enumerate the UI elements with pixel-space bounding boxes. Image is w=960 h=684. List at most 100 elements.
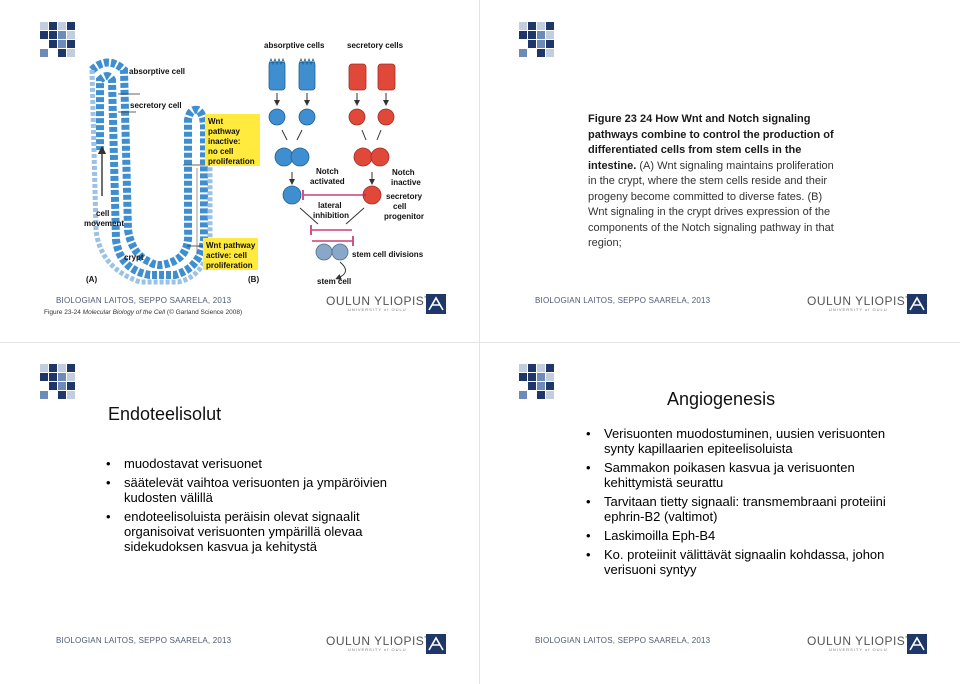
- mosaic-square: [528, 373, 536, 381]
- mosaic-square: [537, 31, 545, 39]
- university-logo: OULUN YLIOPISTO UNIVERSITY of OULU: [326, 294, 446, 316]
- footer-department: BIOLOGIAN LAITOS, SEPPO SAARELA, 2013: [56, 296, 231, 305]
- label-absorptive-cells: absorptive cells: [264, 41, 325, 50]
- mosaic-logo-icon: [519, 22, 559, 62]
- university-emblem-icon: [426, 294, 446, 314]
- label-secretory-cells: secretory cells: [347, 41, 404, 50]
- bullet-dot-icon: •: [586, 494, 591, 509]
- label-notch-activated-2: activated: [310, 177, 345, 186]
- bullet-item: •endoteelisoluista peräisin olevat signa…: [106, 509, 396, 554]
- university-name: OULUN YLIOPISTO: [326, 634, 442, 648]
- bullet-dot-icon: •: [106, 456, 111, 471]
- label-secretory-progenitor-3: progenitor: [384, 212, 424, 221]
- mosaic-square: [40, 373, 48, 381]
- label-secretory-cell: secretory cell: [130, 101, 182, 110]
- slide-separator-horizontal: [0, 342, 960, 343]
- slide-endoteelisolut: Endoteelisolut •muodostavat verisuonet •…: [0, 344, 478, 684]
- mosaic-square: [67, 373, 75, 381]
- bullet-item: •Tarvitaan tietty signaali: transmembraa…: [586, 494, 886, 524]
- footer-department: BIOLOGIAN LAITOS, SEPPO SAARELA, 2013: [56, 636, 231, 645]
- caption-text: (A) Wnt signaling maintains proliferatio…: [588, 160, 834, 250]
- mosaic-square: [537, 373, 545, 381]
- label-notch-activated-1: Notch: [316, 167, 339, 176]
- mosaic-square: [67, 382, 75, 390]
- label-wnt-inactive-5: proliferation: [208, 157, 255, 166]
- mosaic-square: [546, 40, 554, 48]
- mosaic-square: [537, 49, 545, 57]
- bullet-item: •Sammakon poikasen kasvua ja verisuonten…: [586, 460, 886, 490]
- bullet-dot-icon: •: [586, 547, 591, 562]
- bullet-dot-icon: •: [586, 426, 591, 441]
- university-name: OULUN YLIOPISTO: [807, 634, 923, 648]
- mosaic-square: [546, 391, 554, 399]
- label-panel-b: (B): [248, 275, 259, 284]
- label-secretory-progenitor-2: cell: [393, 202, 406, 211]
- slide-wnt-figure: absorptive cell secretory cell Wnt pathw…: [0, 0, 478, 340]
- label-cell-movement-1: cell: [96, 209, 109, 218]
- university-subtitle: UNIVERSITY of OULU: [348, 647, 407, 652]
- university-logo: OULUN YLIOPISTO UNIVERSITY of OULU: [326, 634, 446, 656]
- footer-department: BIOLOGIAN LAITOS, SEPPO SAARELA, 2013: [535, 636, 710, 645]
- slide-title: Angiogenesis: [667, 389, 775, 410]
- mosaic-square: [519, 373, 527, 381]
- mosaic-square: [519, 391, 527, 399]
- bullet-item: •Laskimoilla Eph-B4: [586, 528, 886, 543]
- mosaic-logo-icon: [40, 364, 80, 404]
- wnt-notch-figure: absorptive cell secretory cell Wnt pathw…: [0, 0, 478, 300]
- figure-caption: Figure 23 24 How Wnt and Notch signaling…: [588, 112, 838, 252]
- footer-department: BIOLOGIAN LAITOS, SEPPO SAARELA, 2013: [535, 296, 710, 305]
- label-wnt-active-1: Wnt pathway: [206, 241, 256, 250]
- label-lateral-inhibition-2: inhibition: [313, 211, 349, 220]
- mosaic-square: [519, 364, 527, 372]
- label-notch-inactive-1: Notch: [392, 168, 415, 177]
- university-subtitle: UNIVERSITY of OULU: [348, 307, 407, 312]
- mosaic-square: [537, 22, 545, 30]
- label-panel-a: (A): [86, 275, 97, 284]
- university-emblem-icon: [426, 634, 446, 654]
- bullet-dot-icon: •: [106, 509, 111, 524]
- mosaic-square: [537, 364, 545, 372]
- mosaic-square: [519, 31, 527, 39]
- bullet-dot-icon: •: [106, 475, 111, 490]
- mosaic-square: [528, 382, 536, 390]
- bullet-item: •Verisuonten muodostuminen, uusien veris…: [586, 426, 886, 456]
- university-subtitle: UNIVERSITY of OULU: [829, 307, 888, 312]
- bullet-dot-icon: •: [586, 528, 591, 543]
- label-stem-cell-divisions: stem cell divisions: [352, 250, 424, 259]
- mosaic-square: [537, 391, 545, 399]
- mosaic-square: [519, 22, 527, 30]
- label-wnt-inactive-1: Wnt: [208, 117, 223, 126]
- university-name: OULUN YLIOPISTO: [326, 294, 442, 308]
- figure-credit: Figure 23-24 Molecular Biology of the Ce…: [44, 309, 242, 316]
- label-cell-movement-2: movement: [84, 219, 124, 228]
- mosaic-square: [67, 391, 75, 399]
- mosaic-square: [58, 391, 66, 399]
- mosaic-square: [67, 364, 75, 372]
- stem-cell-group: [316, 244, 348, 278]
- label-wnt-active-3: proliferation: [206, 261, 253, 270]
- mosaic-square: [58, 364, 66, 372]
- mosaic-square: [58, 382, 66, 390]
- bullet-list: •Verisuonten muodostuminen, uusien veris…: [586, 426, 886, 581]
- mosaic-square: [519, 49, 527, 57]
- bullet-list: •muodostavat verisuonet •säätelevät vaih…: [106, 456, 396, 558]
- university-subtitle: UNIVERSITY of OULU: [829, 647, 888, 652]
- label-crypt: crypt: [124, 253, 144, 262]
- label-lateral-inhibition-1: lateral: [318, 201, 342, 210]
- mosaic-square: [40, 391, 48, 399]
- mosaic-logo-icon: [519, 364, 559, 404]
- university-name: OULUN YLIOPISTO: [807, 294, 923, 308]
- university-logo: OULUN YLIOPISTO UNIVERSITY of OULU: [807, 634, 927, 656]
- bullet-dot-icon: •: [586, 460, 591, 475]
- mosaic-square: [537, 382, 545, 390]
- label-wnt-inactive-2: pathway: [208, 127, 241, 136]
- mosaic-square: [49, 364, 57, 372]
- mosaic-square: [58, 373, 66, 381]
- mosaic-square: [537, 40, 545, 48]
- blue-lineage: [269, 59, 318, 224]
- university-emblem-icon: [907, 634, 927, 654]
- bullet-item: •säätelevät vaihtoa verisuonten ja ympär…: [106, 475, 396, 505]
- slide-angiogenesis: Angiogenesis •Verisuonten muodostuminen,…: [481, 344, 960, 684]
- label-wnt-inactive-4: no cell: [208, 147, 233, 156]
- mosaic-square: [546, 364, 554, 372]
